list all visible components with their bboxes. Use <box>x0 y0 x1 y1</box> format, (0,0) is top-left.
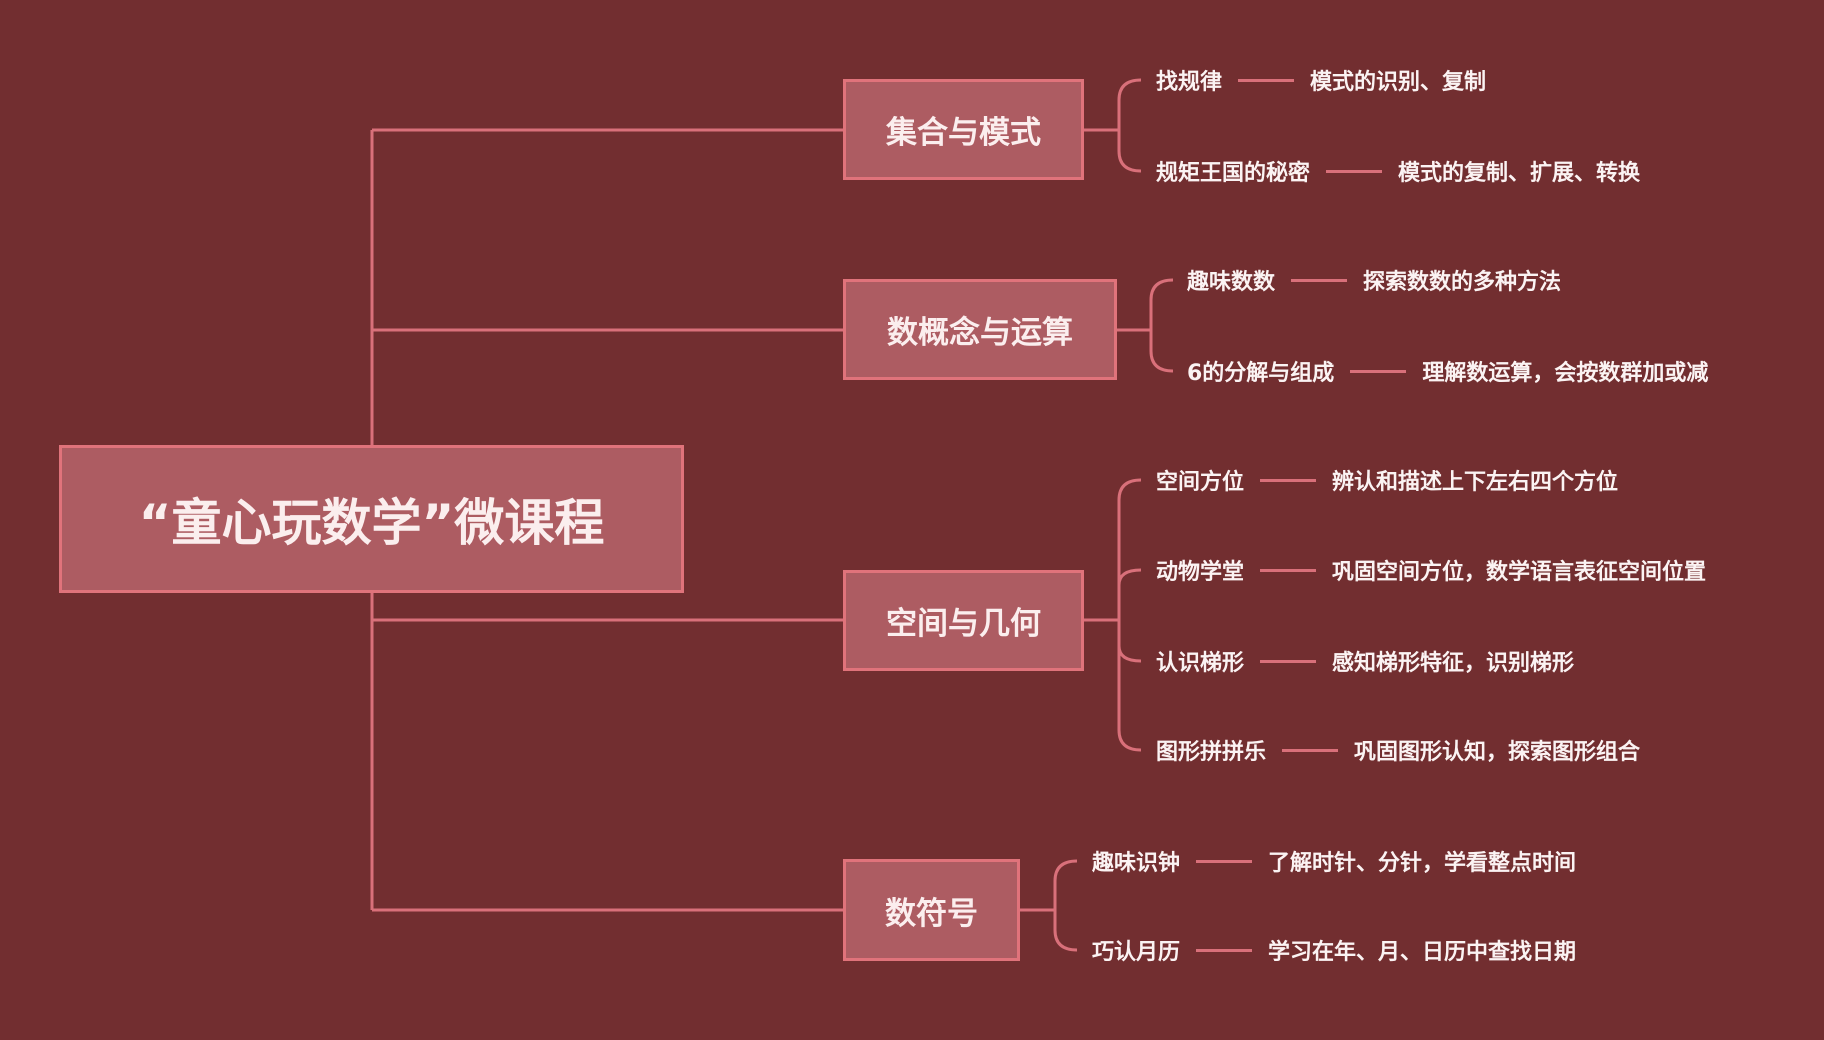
leaf-desc: 辨认和描述上下左右四个方位 <box>1332 470 1619 495</box>
leaf-desc: 模式的识别、复制 <box>1310 70 1487 95</box>
brace-4 <box>1020 859 1078 952</box>
leaf-row[interactable]: 找规律 模式的识别、复制 <box>1156 65 1486 95</box>
leaf-topic: 图形拼拼乐 <box>1156 740 1267 765</box>
leaf-topic: 动物学堂 <box>1156 560 1245 585</box>
leaf-desc: 巩固空间方位，数学语言表征空间位置 <box>1332 560 1707 585</box>
branch-label: 集合与模式 <box>886 115 1041 151</box>
leaf-desc: 感知梯形特征，识别梯形 <box>1332 651 1575 676</box>
branch-node-number-symbols[interactable]: 数符号 <box>843 859 1020 961</box>
leaf-row[interactable]: 趣味识钟 了解时针、分针，学看整点时间 <box>1092 846 1576 876</box>
branch-label: 空间与几何 <box>886 606 1041 642</box>
leaf-connector <box>1350 369 1407 373</box>
leaf-desc: 了解时针、分针，学看整点时间 <box>1268 851 1577 876</box>
branch-node-numbers-operations[interactable]: 数概念与运算 <box>843 279 1117 380</box>
leaf-row[interactable]: 图形拼拼乐 巩固图形认知，探索图形组合 <box>1156 735 1640 765</box>
leaf-connector <box>1291 278 1348 282</box>
root-node[interactable]: “童心玩数学”微课程 <box>59 445 684 593</box>
leaf-desc: 模式的复制、扩展、转换 <box>1398 161 1641 186</box>
leaf-desc: 学习在年、月、日历中查找日期 <box>1268 940 1577 965</box>
leaf-row[interactable]: 空间方位 辨认和描述上下左右四个方位 <box>1156 465 1618 495</box>
leaf-topic: 规矩王国的秘密 <box>1156 161 1311 186</box>
leaf-topic: 认识梯形 <box>1156 651 1245 676</box>
leaf-desc: 巩固图形认知，探索图形组合 <box>1354 740 1641 765</box>
leaf-topic: 趣味数数 <box>1187 270 1276 295</box>
branch-node-sets-patterns[interactable]: 集合与模式 <box>843 79 1084 180</box>
leaf-row[interactable]: 规矩王国的秘密 模式的复制、扩展、转换 <box>1156 156 1640 186</box>
leaf-connector <box>1326 169 1383 173</box>
leaf-row[interactable]: 动物学堂 巩固空间方位，数学语言表征空间位置 <box>1156 555 1706 585</box>
root-title: “童心玩数学”微课程 <box>138 494 605 552</box>
leaf-row[interactable]: 巧认月历 学习在年、月、日历中查找日期 <box>1092 935 1576 965</box>
leaf-desc: 探索数数的多种方法 <box>1363 270 1562 295</box>
leaf-connector <box>1260 659 1317 663</box>
leaf-row[interactable]: 认识梯形 感知梯形特征，识别梯形 <box>1156 646 1574 676</box>
brace-2 <box>1117 278 1174 373</box>
leaf-connector <box>1196 859 1253 863</box>
leaf-connector <box>1260 568 1317 572</box>
leaf-connector <box>1282 748 1339 752</box>
leaf-topic: 6的分解与组成 <box>1187 361 1335 386</box>
leaf-desc: 理解数运算，会按数群加或减 <box>1422 361 1709 386</box>
leaf-row[interactable]: 6的分解与组成 理解数运算，会按数群加或减 <box>1187 356 1708 386</box>
branch-node-space-geometry[interactable]: 空间与几何 <box>843 570 1084 671</box>
branch-label: 数符号 <box>885 895 978 932</box>
leaf-topic: 趣味识钟 <box>1092 851 1181 876</box>
leaf-connector <box>1260 478 1317 482</box>
leaf-topic: 巧认月历 <box>1092 940 1181 965</box>
leaf-topic: 空间方位 <box>1156 470 1245 495</box>
brace-3 <box>1084 478 1142 752</box>
leaf-row[interactable]: 趣味数数 探索数数的多种方法 <box>1187 265 1561 295</box>
leaf-topic: 找规律 <box>1156 70 1223 95</box>
leaf-connector <box>1238 78 1295 82</box>
branch-label: 数概念与运算 <box>887 315 1073 351</box>
leaf-connector <box>1196 948 1253 952</box>
brace-1 <box>1084 78 1142 173</box>
trunk-line <box>370 128 843 912</box>
